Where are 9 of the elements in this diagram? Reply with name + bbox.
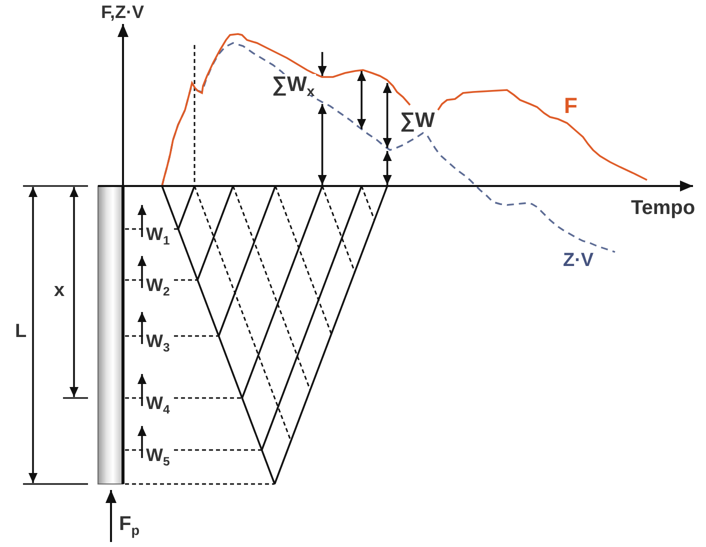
resistance-label: W$_{1}$: [145, 225, 171, 243]
force-label: ∑W: [399, 110, 436, 131]
force-label: ∑W$_{x}$: [271, 74, 316, 95]
axis-label: Tempo: [630, 198, 696, 218]
resistance-label: W$_{5}$: [145, 446, 171, 464]
resistance-label: W$_{2}$: [145, 276, 171, 294]
resistance-label: W$_{3}$: [145, 332, 171, 350]
resistance-label: W$_{4}$: [145, 394, 171, 412]
axis-label: F,Z·V: [100, 3, 145, 21]
